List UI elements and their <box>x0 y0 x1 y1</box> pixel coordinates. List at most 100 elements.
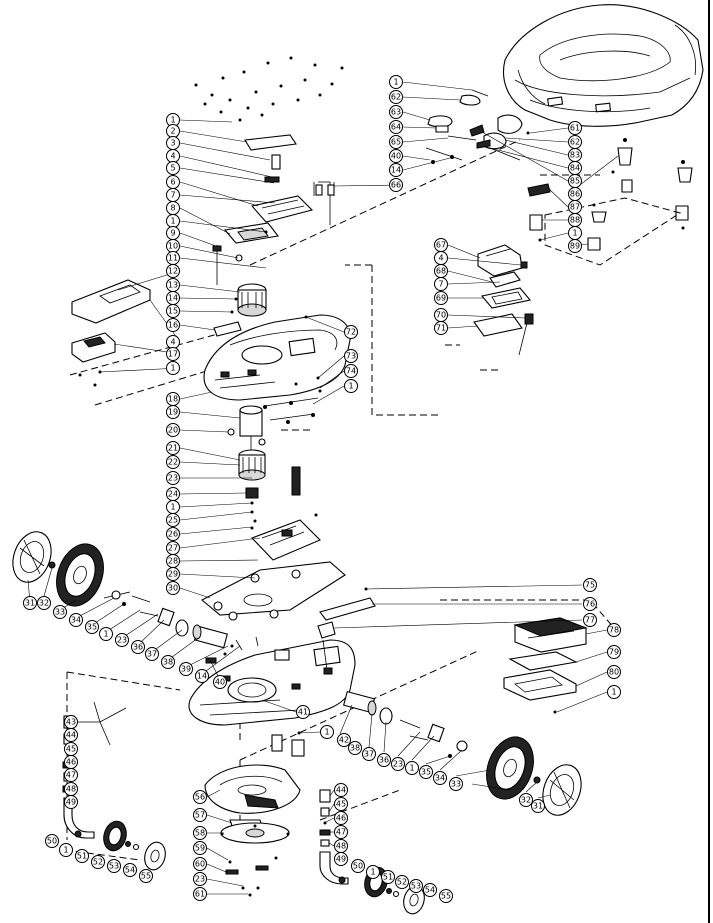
callout-c55b: 55 <box>441 892 451 901</box>
callout-c6: 6 <box>170 178 175 187</box>
callout-c44b: 44 <box>336 786 346 795</box>
callout-c5: 5 <box>170 164 175 173</box>
control-pcb <box>201 513 346 621</box>
callout-c11: 11 <box>168 254 178 263</box>
callout-c75: 75 <box>585 581 595 590</box>
callout-c1c: 1 <box>170 364 175 373</box>
callout-c14c: 14 <box>197 672 207 681</box>
callout-c43: 43 <box>66 718 76 727</box>
callout-c69: 69 <box>436 294 446 303</box>
callout-c13: 13 <box>168 281 178 290</box>
callout-c48a: 48 <box>66 785 76 794</box>
callout-c65: 65 <box>391 138 401 147</box>
callout-c62b: 62 <box>570 138 580 147</box>
callout-c36b: 36 <box>379 756 389 765</box>
body-shell <box>503 4 704 127</box>
callout-c1j: 1 <box>611 688 616 697</box>
callout-c87: 87 <box>570 203 580 212</box>
callout-c1h: 1 <box>103 630 108 639</box>
callout-c40a: 40 <box>391 152 401 161</box>
callout-c46a: 46 <box>66 758 76 767</box>
callout-c55a: 55 <box>141 872 151 881</box>
height-adjuster-arm <box>317 587 376 675</box>
callout-c19: 19 <box>168 408 178 417</box>
callout-c33a: 33 <box>55 608 65 617</box>
callout-labels: 1 2 3 4 5 6 7 8 1 9 10 11 12 13 14 15 16… <box>23 75 621 903</box>
callout-c32b: 32 <box>521 796 531 805</box>
callout-c88: 88 <box>570 216 580 225</box>
callout-c39: 39 <box>181 665 191 674</box>
callout-c45a: 45 <box>66 745 76 754</box>
callout-c70: 70 <box>436 311 446 320</box>
callout-c4c: 4 <box>438 254 443 263</box>
callout-c47a: 47 <box>66 771 76 780</box>
callout-c63: 63 <box>391 108 401 117</box>
callout-c36a: 36 <box>133 643 143 652</box>
callout-c37a: 37 <box>147 650 157 659</box>
callout-c35b: 35 <box>421 768 431 777</box>
housing-screws-right <box>263 376 322 424</box>
callout-c1b: 1 <box>170 217 175 226</box>
callout-c76: 76 <box>585 600 595 609</box>
callout-c30: 30 <box>168 584 178 593</box>
callout-c33b: 33 <box>451 780 461 789</box>
callout-c61b: 61 <box>195 890 205 899</box>
callout-c61: 61 <box>570 124 580 133</box>
callout-c80: 80 <box>609 668 619 677</box>
callout-c1i: 1 <box>324 728 329 737</box>
callout-c4a: 4 <box>170 152 175 161</box>
callout-c64: 64 <box>391 123 401 132</box>
blade-disc-assembly <box>204 764 301 897</box>
callout-c59: 59 <box>195 844 205 853</box>
callout-c54b: 54 <box>425 886 435 895</box>
callout-c40b: 40 <box>215 678 225 687</box>
callout-c1a: 1 <box>170 116 175 125</box>
blade-motor-top <box>213 283 267 337</box>
callout-c16: 16 <box>168 321 178 330</box>
callout-c8: 8 <box>170 204 175 213</box>
shell-mount-posts <box>527 138 693 266</box>
bumper-sensor-parts <box>313 89 530 225</box>
callout-c7b: 7 <box>438 280 443 289</box>
callout-c1d: 1 <box>170 503 175 512</box>
callout-c84: 84 <box>570 164 580 173</box>
callout-c86: 86 <box>570 190 580 199</box>
callout-c78: 78 <box>609 626 619 635</box>
callout-c1e: 1 <box>348 382 353 391</box>
callout-c2: 2 <box>170 127 175 136</box>
callout-c38a: 38 <box>163 658 173 667</box>
callout-c83: 83 <box>570 151 580 160</box>
callout-c51a: 51 <box>77 852 87 861</box>
callout-c49a: 49 <box>66 798 76 807</box>
callout-c44a: 44 <box>66 731 76 740</box>
callout-c15: 15 <box>168 307 178 316</box>
callout-c49b: 49 <box>336 855 346 864</box>
callout-c50b: 50 <box>353 862 363 871</box>
page-border-line <box>708 0 710 923</box>
left-wheel-assembly <box>12 531 259 664</box>
top-cover-parts <box>212 134 314 285</box>
screw-field <box>194 56 344 122</box>
callout-c38b: 38 <box>350 744 360 753</box>
callout-c29: 29 <box>168 570 178 579</box>
callout-c50a: 50 <box>47 837 57 846</box>
callout-c42: 42 <box>339 736 349 745</box>
callout-c23c: 23 <box>393 760 403 769</box>
callout-c47b: 47 <box>336 828 346 837</box>
callout-c34b: 34 <box>435 774 445 783</box>
assembly-guide-lines <box>64 139 621 861</box>
callout-c54a: 54 <box>125 866 135 875</box>
callout-c46b: 46 <box>336 814 346 823</box>
callout-c41: 41 <box>298 708 308 717</box>
callout-c53a: 53 <box>109 862 119 871</box>
callout-c52b: 52 <box>397 878 407 887</box>
callout-c72: 72 <box>346 328 356 337</box>
callout-c56: 56 <box>195 793 205 802</box>
battery-pack <box>503 617 588 714</box>
callout-c1m: 1 <box>370 868 375 877</box>
callout-c1g: 1 <box>572 229 577 238</box>
callout-c74: 74 <box>346 367 356 376</box>
callout-c51b: 51 <box>383 873 393 882</box>
callout-c37b: 37 <box>364 750 374 759</box>
callout-c20: 20 <box>168 426 178 435</box>
